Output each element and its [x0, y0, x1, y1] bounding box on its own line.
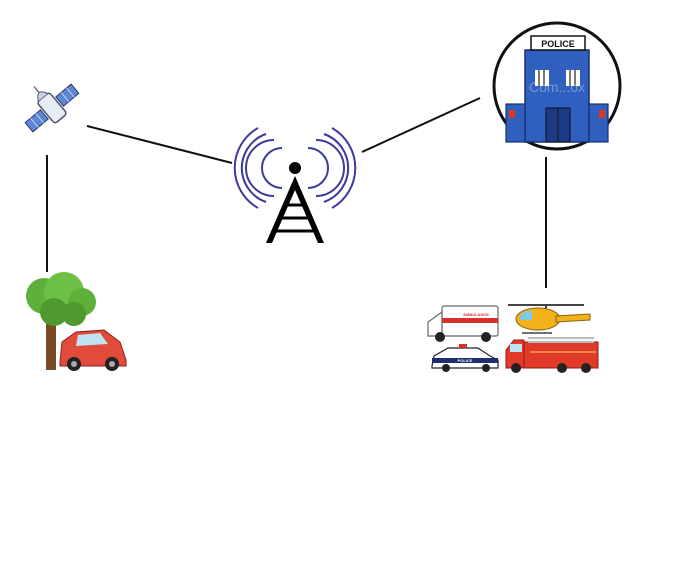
police-station-icon: POLICE Com...ox [492, 21, 622, 151]
police-watermark: Com...ox [529, 79, 585, 95]
fire-truck-icon [505, 337, 599, 373]
radio-tower-icon [233, 127, 357, 243]
link-tower-police [361, 97, 481, 153]
helicopter-icon [508, 304, 591, 334]
car-crash-icon [26, 272, 127, 371]
link-satellite-tower [86, 125, 233, 164]
ambulance-icon: AMBULANCE [427, 305, 499, 342]
police-car-label: POLICE [458, 358, 473, 363]
police-car-icon: POLICE [431, 344, 499, 372]
police-sign-label: POLICE [541, 39, 575, 49]
radio-waves [233, 127, 357, 209]
satellite-icon [24, 83, 80, 133]
emergency-vehicles-icon: AMBULANCE POLICE [427, 304, 599, 373]
ambulance-label: AMBULANCE [463, 312, 489, 317]
